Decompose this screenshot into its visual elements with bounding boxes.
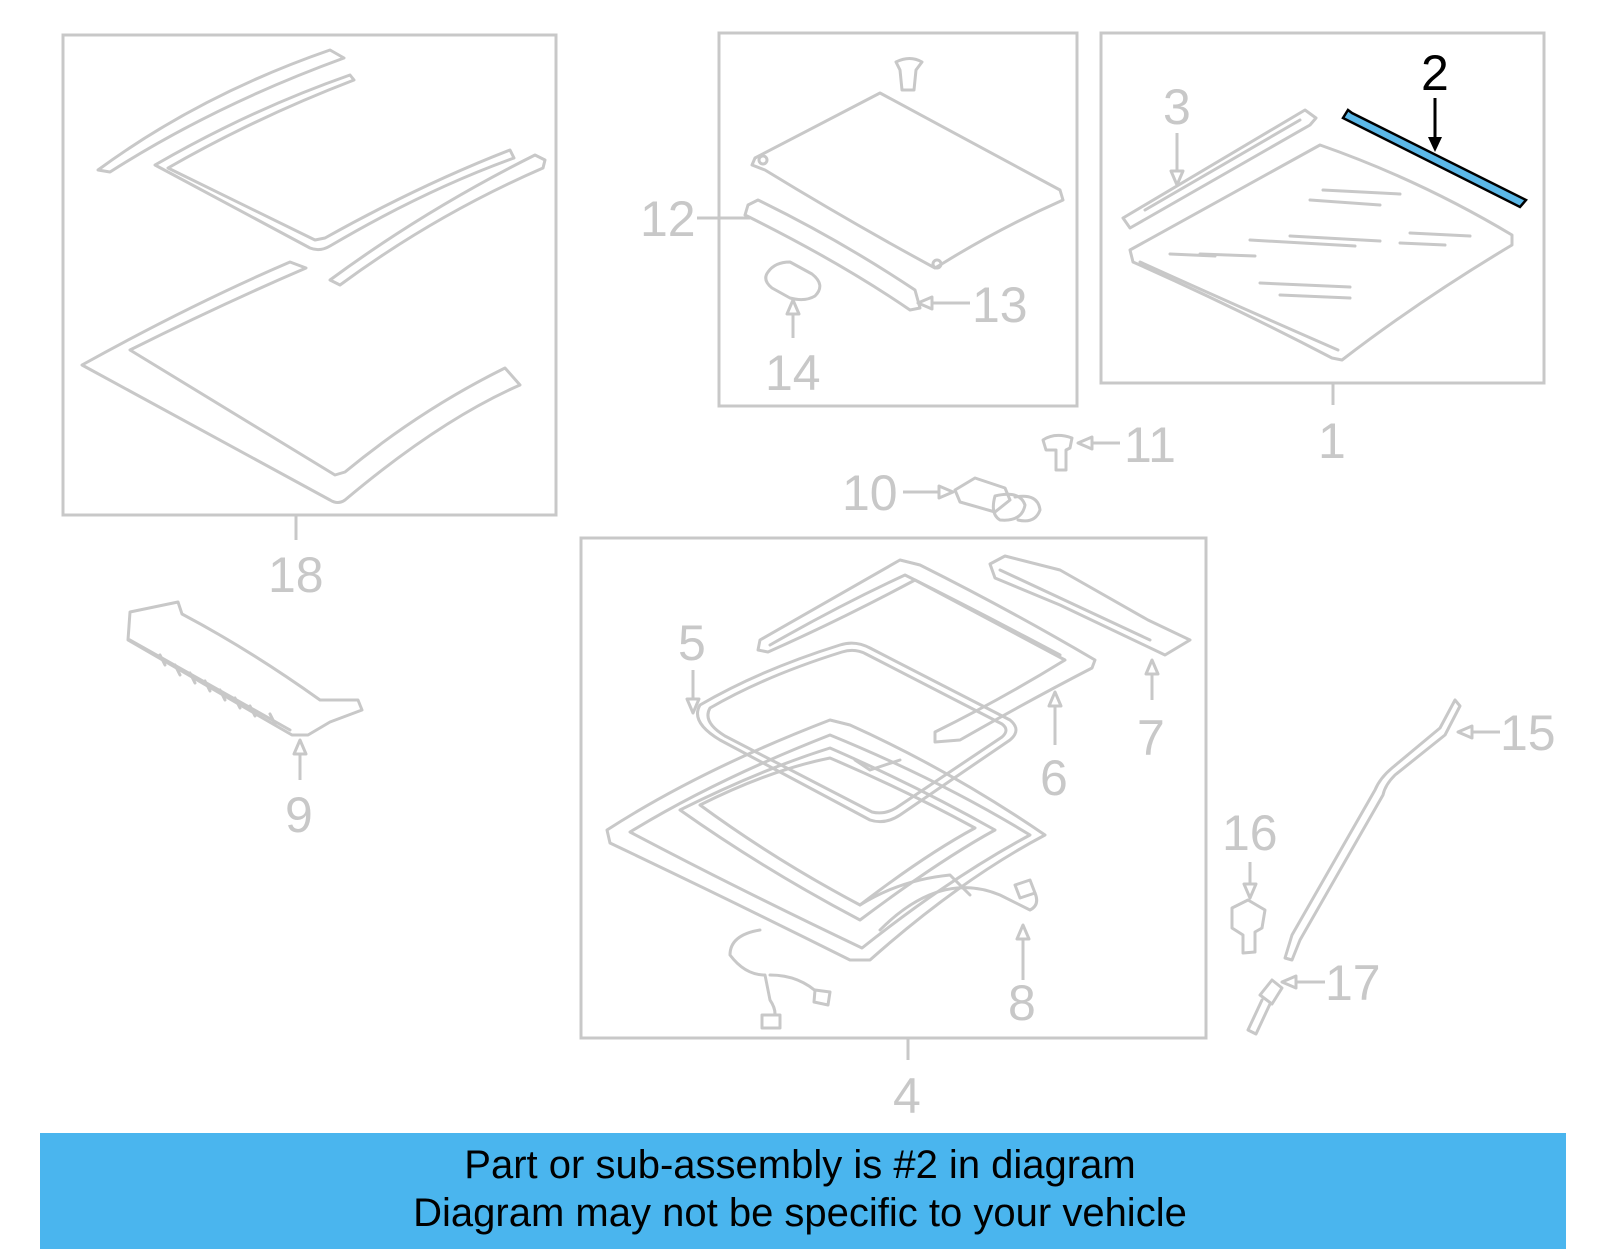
callout-9: 9 <box>285 787 313 843</box>
callout-15: 15 <box>1500 705 1556 761</box>
group-12-sunshade: 12 13 14 <box>640 31 1079 408</box>
callout-7: 7 <box>1137 710 1165 766</box>
callout-4: 4 <box>893 1068 921 1124</box>
parts-15-16-17: 15 16 17 <box>1222 698 1556 1036</box>
group-18-panel: 18 <box>61 33 558 603</box>
banner-line-2: Diagram may not be specific to your vehi… <box>413 1191 1187 1235</box>
callout-1: 1 <box>1318 413 1346 469</box>
parts-10-11: 11 10 <box>842 417 1176 523</box>
banner-line-1: Part or sub-assembly is #2 in diagram <box>464 1143 1136 1187</box>
callout-3: 3 <box>1163 79 1191 135</box>
callout-14: 14 <box>765 345 821 401</box>
callout-2: 2 <box>1421 45 1449 101</box>
callout-17: 17 <box>1325 955 1381 1011</box>
info-banner: Part or sub-assembly is #2 in diagram Di… <box>40 1133 1566 1249</box>
callout-5: 5 <box>678 615 706 671</box>
callout-13: 13 <box>972 277 1028 333</box>
part-2-highlighted <box>1341 108 1528 209</box>
callout-16: 16 <box>1222 805 1278 861</box>
callout-12: 12 <box>640 191 696 247</box>
callout-11: 11 <box>1124 417 1176 473</box>
part-9-bracket: 9 <box>126 600 364 843</box>
callout-10: 10 <box>842 465 898 521</box>
group-1-glass: 3 2 1 <box>1099 31 1546 469</box>
group-4-frame: 5 6 7 8 4 <box>579 536 1208 1124</box>
callout-6: 6 <box>1040 750 1068 806</box>
callout-18: 18 <box>268 547 324 603</box>
callout-8: 8 <box>1008 975 1036 1031</box>
